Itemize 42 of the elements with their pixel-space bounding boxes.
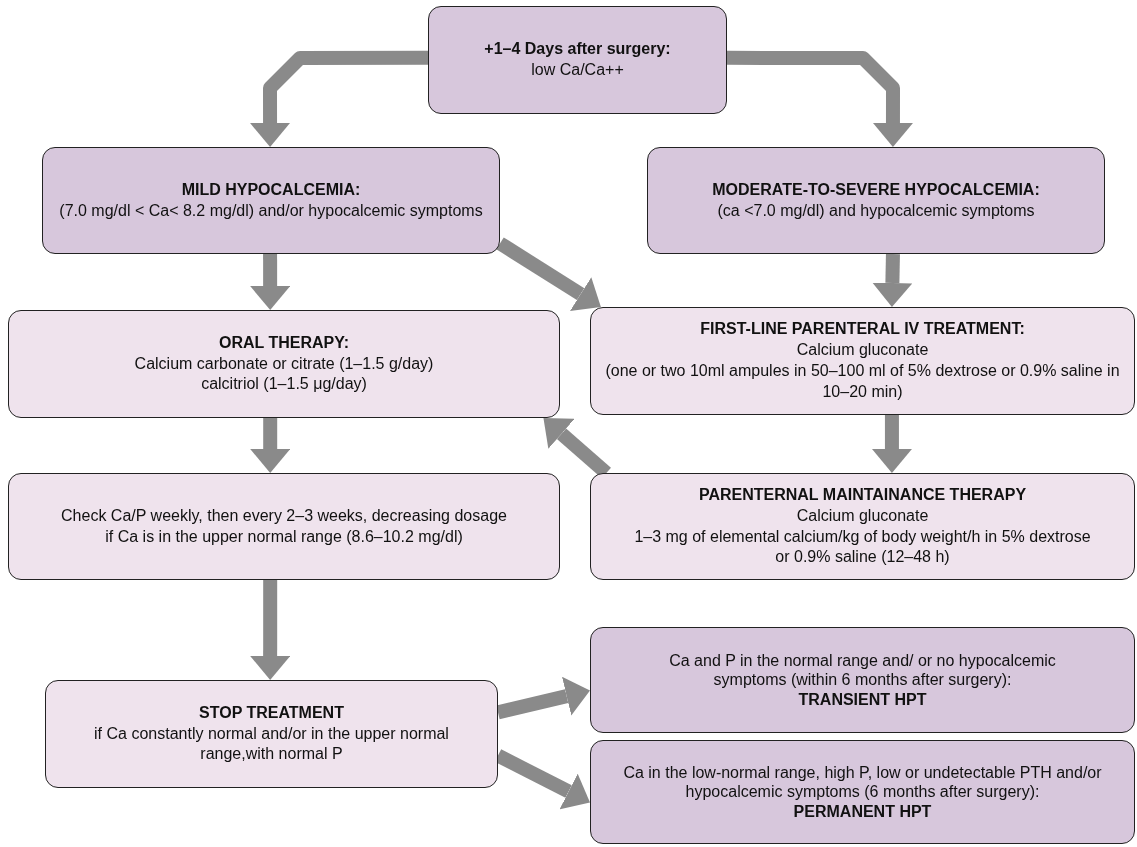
box-text: 1–3 mg of elemental calcium/kg of body weight/h in 5% dextrose or 0.9% saline (12–48 h)	[633, 526, 1092, 568]
arrow	[250, 580, 291, 680]
box-text: Ca and P in the normal range and/ or no hypocalcemic symptoms (within 6 months after surgery):	[668, 651, 1057, 690]
box-heading: +1–4 Days after surgery:	[484, 39, 671, 60]
arrow	[250, 50, 428, 147]
box-text: Ca in the low-normal range, high P, low or undetectable PTH and/or hypocalcemic symptoms (6 months after surgery):	[622, 763, 1103, 802]
process-box	[428, 6, 727, 114]
box-text: calcitriol (1–1.5 μg/day)	[201, 374, 367, 395]
box-text: low Ca/Ca++	[531, 60, 624, 80]
box-heading: MODERATE-TO-SEVERE HYPOCALCEMIA:	[712, 179, 1040, 200]
arrow	[727, 50, 913, 147]
box-text: (one or two 10ml ampules in 50–100 ml of 5% dextrose or 0.9% saline in 10–20 min)	[604, 361, 1121, 402]
process-box	[590, 307, 1135, 415]
box-text: Calcium carbonate or citrate (1–1.5 g/day)	[134, 353, 434, 374]
process-box	[590, 627, 1135, 733]
process-box	[647, 147, 1105, 254]
box-text: Calcium gluconate	[796, 340, 929, 361]
arrow	[872, 253, 913, 307]
box-text: Check Ca/P weekly, then every 2–3 weeks, decreasing dosage	[61, 505, 507, 526]
box-heading: STOP TREATMENT	[199, 702, 344, 723]
box-heading: PARENTERNAL MAINTAINANCE THERAPY	[698, 484, 1027, 505]
process-box	[42, 147, 500, 254]
arrow	[496, 237, 601, 312]
arrow	[496, 676, 590, 720]
process-box	[8, 310, 560, 418]
process-box	[8, 473, 560, 580]
box-heading: PERMANENT HPT	[793, 801, 932, 821]
box-text: if Ca is in the upper normal range (8.6–10.2 mg/dl)	[105, 526, 463, 547]
box-heading: FIRST-LINE PARENTERAL IV TREATMENT:	[700, 319, 1025, 340]
box-heading: ORAL THERAPY:	[218, 332, 350, 353]
box-heading: MILD HYPOCALCEMIA:	[181, 179, 361, 200]
box-text: (ca <7.0 mg/dl) and hypocalcemic symptoms	[717, 200, 1035, 221]
arrow	[250, 418, 291, 473]
box-heading: TRANSIENT HPT	[798, 689, 927, 709]
process-box	[590, 473, 1135, 580]
arrow	[250, 253, 291, 310]
process-box	[45, 680, 498, 788]
box-text: if Ca constantly normal and/or in the upper normal range,with normal P	[93, 723, 450, 765]
box-text: Calcium gluconate	[796, 505, 929, 526]
process-box	[590, 740, 1135, 844]
box-text: (7.0 mg/dl < Ca< 8.2 mg/dl) and/or hypocalcemic symptoms	[59, 200, 483, 221]
arrow	[871, 415, 912, 473]
